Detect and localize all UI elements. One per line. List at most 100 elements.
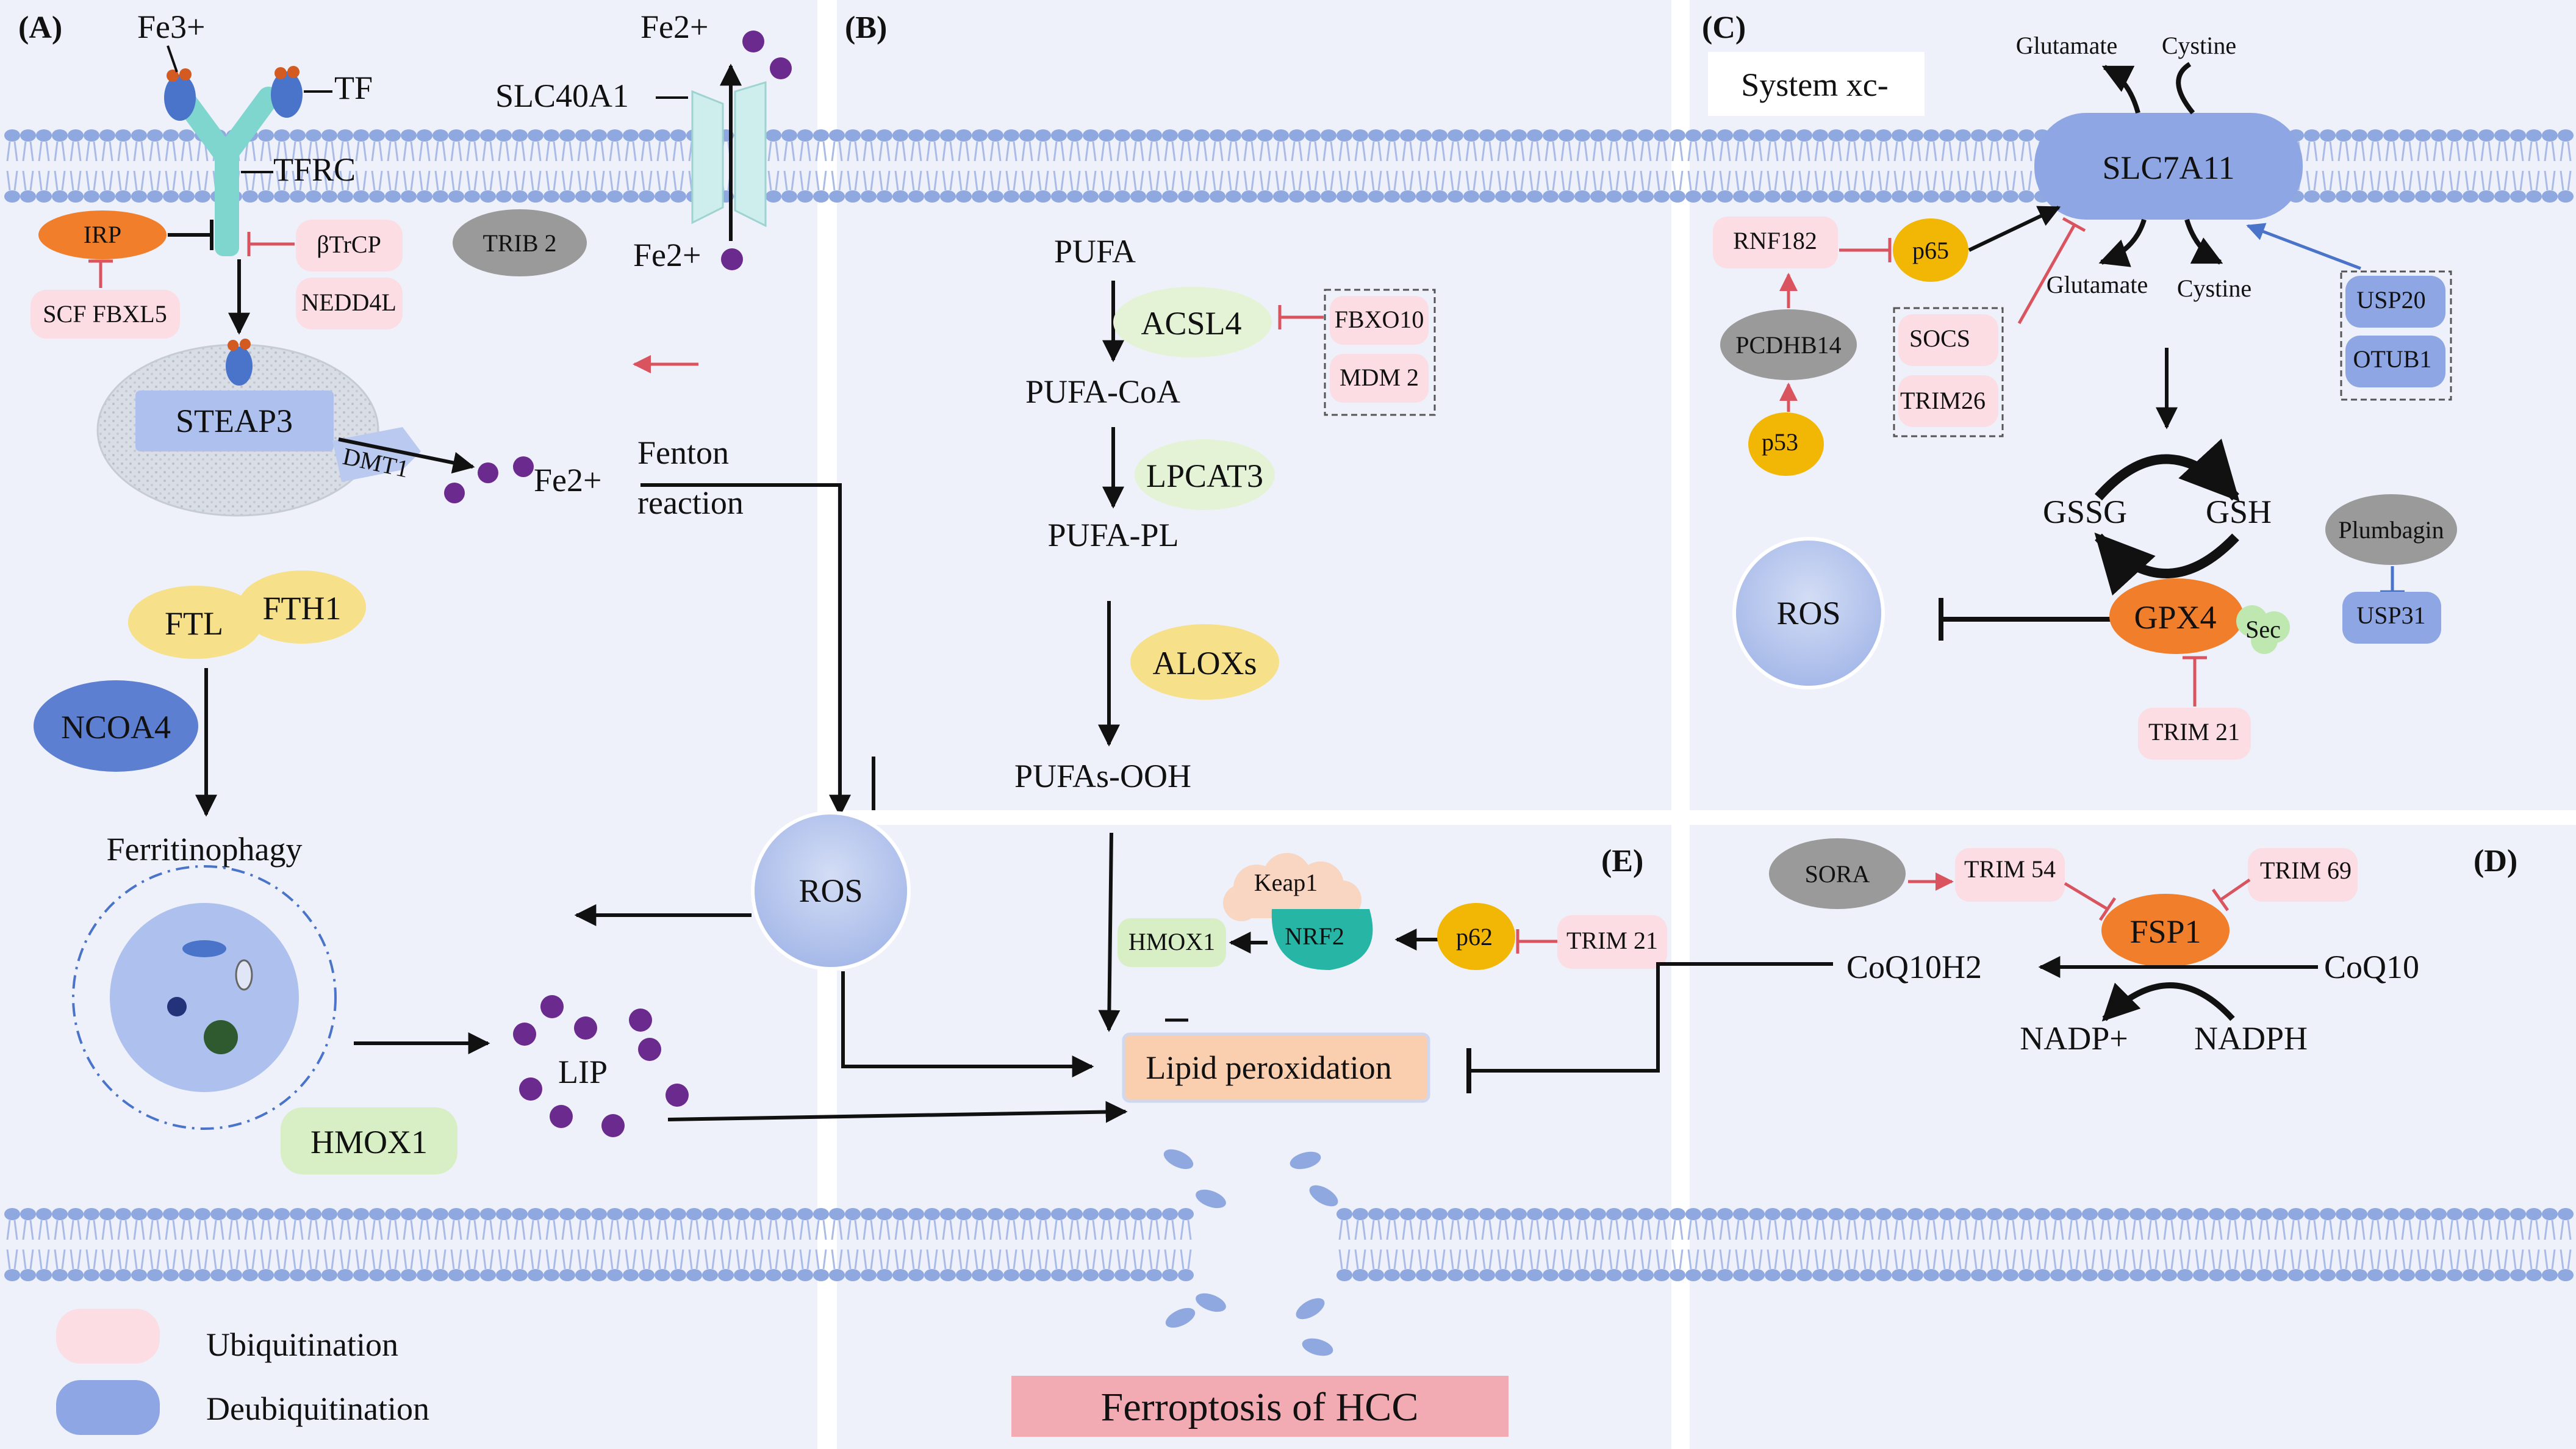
lipid-tail <box>1798 170 1810 191</box>
lipid-tail <box>1957 141 1969 162</box>
lipid-tail <box>529 141 542 162</box>
lipid-tail <box>149 1249 161 1270</box>
lipid-tail <box>2464 1220 2477 1240</box>
lipid-head <box>321 190 337 203</box>
lipid-tail <box>2496 1220 2508 1240</box>
lipid-tail <box>2544 141 2556 162</box>
lipid-tail <box>1941 141 1953 162</box>
trim69-node <box>2248 848 2358 902</box>
lipid-head <box>2018 129 2034 142</box>
lipid-head <box>1876 129 1892 142</box>
lipid-head <box>1114 129 1130 142</box>
lipid-tail <box>434 170 447 191</box>
lipid-head <box>2256 1208 2272 1220</box>
lipid-head <box>2447 1208 2463 1220</box>
lipid-head <box>829 190 845 203</box>
lipid-tail <box>2433 170 2445 191</box>
lipid-head <box>1971 129 1987 142</box>
lipid-head <box>1210 129 1225 142</box>
lipid-head <box>1955 190 1971 203</box>
lipid-head <box>2542 129 2558 142</box>
lipid-head <box>829 1208 845 1220</box>
lipid-head <box>639 1208 655 1220</box>
lipid-head <box>1305 129 1321 142</box>
lipid-tail <box>2560 1249 2572 1270</box>
lipid-head <box>115 129 131 142</box>
lipid-tail <box>514 141 526 162</box>
lipid-head <box>1257 190 1273 203</box>
lipid-tail <box>1560 170 1573 191</box>
transferrin-iron-right <box>271 66 303 118</box>
lipid-head <box>448 1269 464 1281</box>
panel-tag-d: (D) <box>2474 844 2517 879</box>
lipid-tail <box>1909 1220 1921 1240</box>
lip-to-lipid-peroxidation-arrow <box>667 1101 1128 1123</box>
lipid-head <box>544 129 559 142</box>
lipid-head <box>195 1269 210 1281</box>
lipid-head <box>226 1269 242 1281</box>
p53-label: p53 <box>1762 428 1798 456</box>
panel-c: System xc- SLC7A11 Glutamate Cystine Glu… <box>1708 32 2457 760</box>
lipid-head <box>575 190 591 203</box>
lipid-tail <box>1735 1249 1747 1270</box>
ftl-node <box>128 586 262 659</box>
lipid-head <box>544 1269 559 1281</box>
lipid-tail <box>783 141 795 162</box>
lipid-head <box>591 1208 607 1220</box>
lipid-tail <box>1735 170 1747 191</box>
trim21-e-node <box>1557 915 1667 969</box>
lipid-tail <box>2385 170 2397 191</box>
plumbagin-label: Plumbagin <box>2338 516 2444 544</box>
lipid-head <box>2129 1269 2145 1281</box>
lipid-head <box>4 1208 20 1220</box>
lipid-tail <box>2004 170 2017 191</box>
lipid-tail <box>1862 170 1874 191</box>
lipid-head <box>1130 1208 1146 1220</box>
lipid-head <box>1939 1208 1955 1220</box>
lipid-head <box>2209 1269 2225 1281</box>
lipid-head <box>639 129 655 142</box>
lipid-head <box>2018 1269 2034 1281</box>
lipid-tail <box>783 1220 795 1240</box>
lipid-tail <box>1703 141 1715 162</box>
lipid-head <box>1463 129 1479 142</box>
lipid-head <box>1717 129 1733 142</box>
lipid-head <box>2383 190 2399 203</box>
lipid-head <box>1622 1208 1638 1220</box>
fsp1-label: FSP1 <box>2129 913 2201 950</box>
lipid-tail <box>609 1220 621 1240</box>
lipid-head <box>2256 1269 2272 1281</box>
lipid-head <box>2367 1208 2383 1220</box>
lipid-tail <box>1132 141 1144 162</box>
lipid-head <box>1543 129 1559 142</box>
hmox1-node <box>281 1107 457 1174</box>
lipid-head <box>1812 1269 1828 1281</box>
ferroptosis-box <box>1011 1376 1509 1437</box>
lipid-head <box>1511 1269 1527 1281</box>
lipid-head <box>2494 129 2510 142</box>
lipid-tail <box>1703 170 1715 191</box>
lipid-head <box>1987 1208 2003 1220</box>
lipid-head <box>1368 1269 1384 1281</box>
lipid-tail <box>1338 141 1351 162</box>
lipid-tail <box>196 1249 209 1270</box>
glutamate-top-label: Glutamate <box>2016 32 2118 59</box>
lipid-head <box>337 1208 353 1220</box>
lipid-tail <box>1719 170 1731 191</box>
lipid-tail <box>847 141 859 162</box>
lipid-head <box>1146 1269 1162 1281</box>
lipid-head <box>2066 1269 2082 1281</box>
lipid-head <box>321 1269 337 1281</box>
lipid-tail <box>2306 1249 2318 1270</box>
lip-dot-2 <box>513 1023 536 1046</box>
lipid-head <box>766 190 781 203</box>
lipid-head <box>179 190 195 203</box>
lipid-tail <box>640 1220 653 1240</box>
p62-node <box>1437 903 1515 970</box>
lipid-head <box>1162 1208 1178 1220</box>
trib2-node <box>453 209 587 276</box>
ncoa4-label: NCOA4 <box>61 709 171 746</box>
lipid-tail <box>815 170 827 191</box>
lipid-head <box>1733 1208 1749 1220</box>
lipid-head <box>797 190 813 203</box>
